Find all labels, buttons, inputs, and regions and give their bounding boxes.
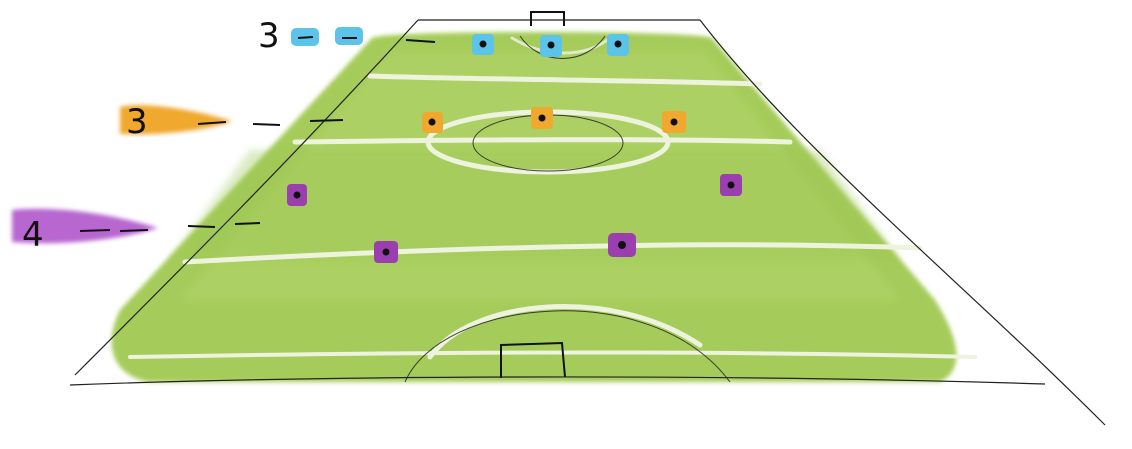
midfielders-count: 3 [126,102,148,142]
midfielders-dash-2 [253,124,280,125]
defender-player [374,241,398,263]
midfielder-player [662,111,686,133]
top-goal [531,12,564,26]
forwards-count: 3 [258,16,280,56]
defender-player [720,174,742,196]
midfielders-connector [310,120,343,121]
defenders-dash-2 [120,230,148,231]
defenders-dash-1 [80,230,110,231]
midfielder-player [531,107,553,129]
forward-player [607,34,629,56]
pitch [112,32,957,382]
halfway-line [295,140,790,142]
defenders-connector [235,223,260,224]
forward-player [472,34,494,55]
forwards-swatch-2 [335,27,363,45]
defender-player [287,184,307,206]
defender-player [608,233,636,257]
midfielder-player [422,112,443,133]
forward-player [540,35,562,57]
defenders-count: 4 [22,215,44,255]
defenders-dash-3 [188,226,215,227]
forwards-dash-1 [298,37,313,38]
